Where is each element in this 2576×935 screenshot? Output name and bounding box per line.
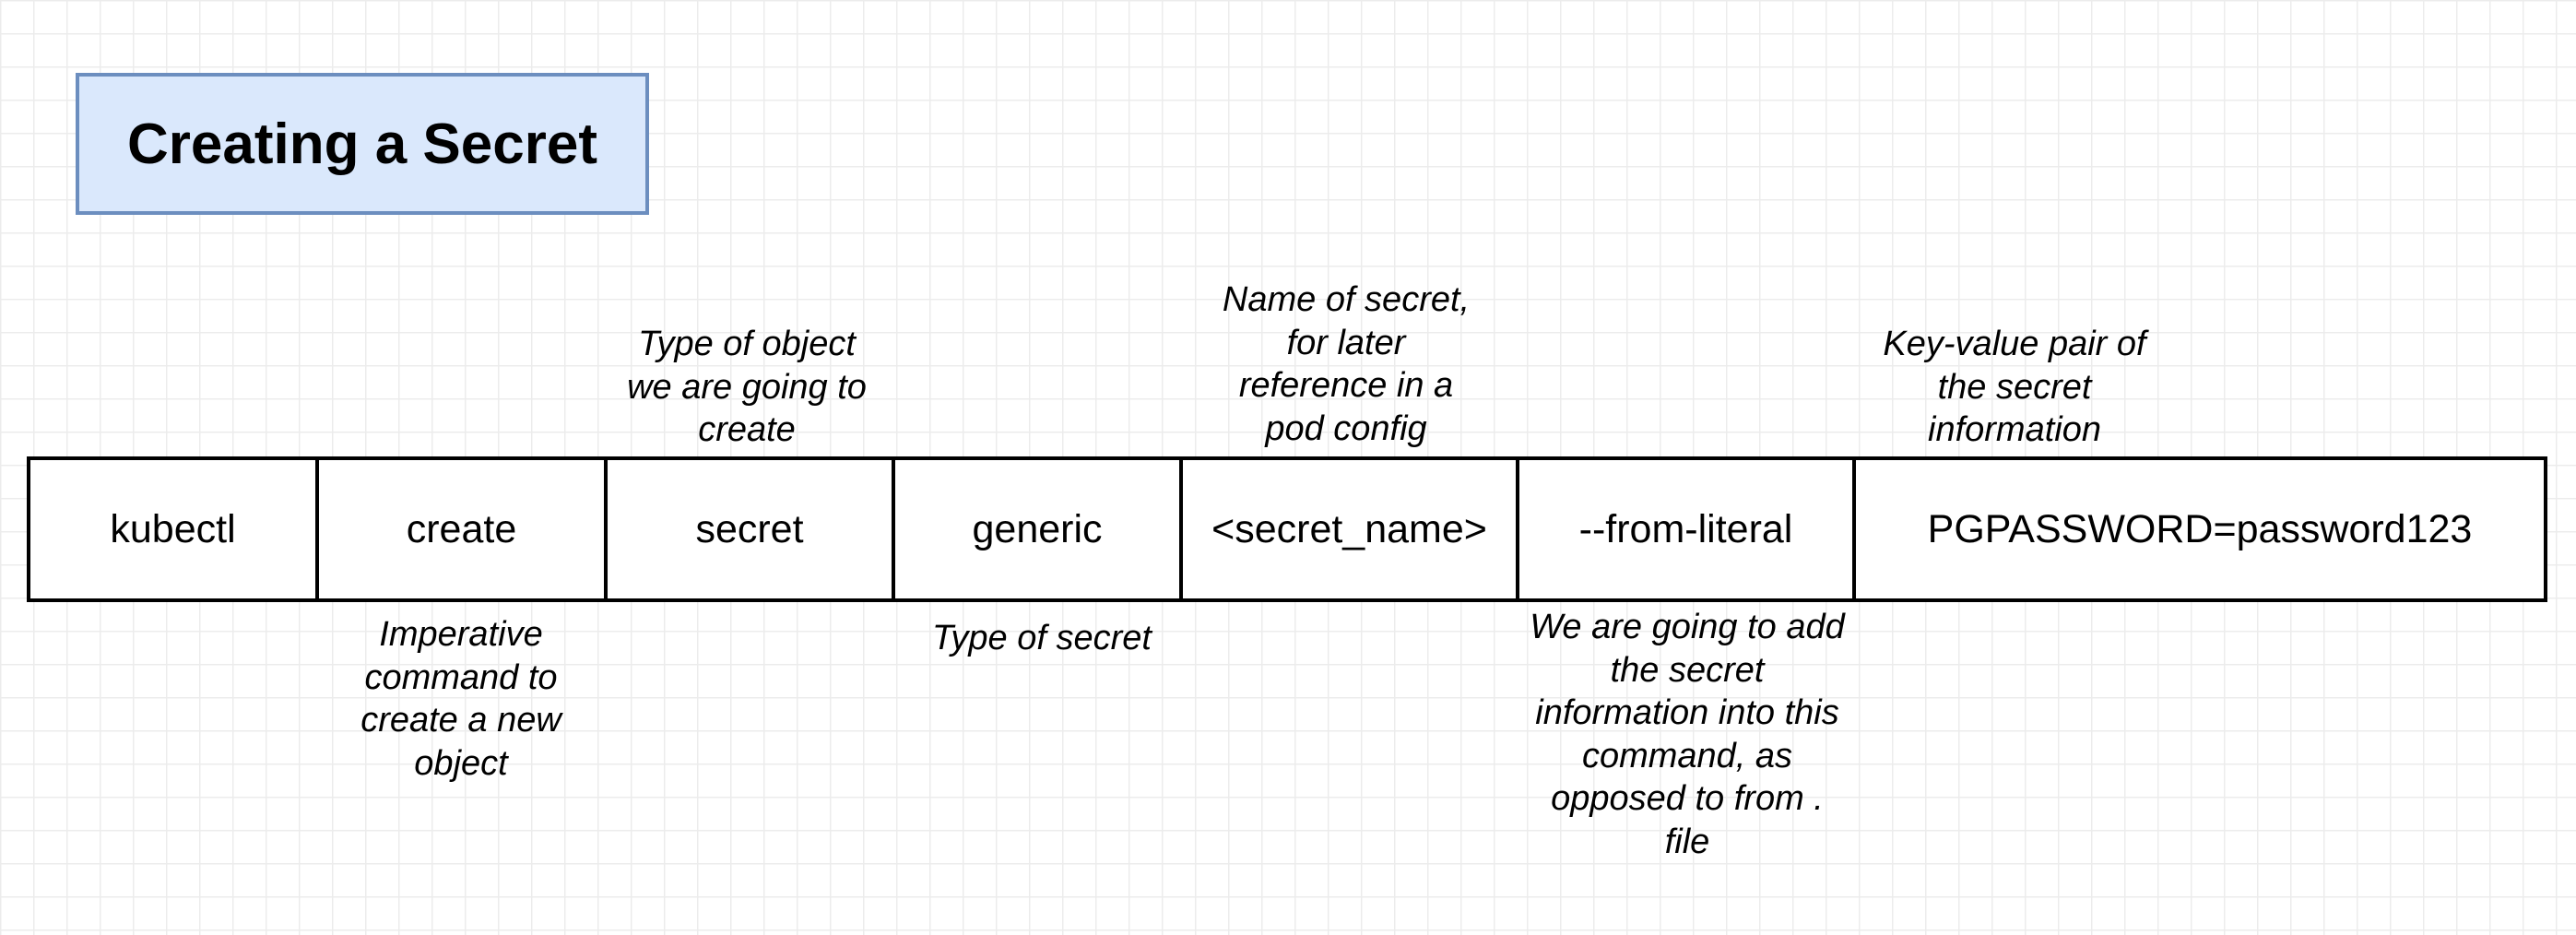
cmd-from-literal: --from-literal [1519,460,1856,598]
cmd-generic: generic [895,460,1183,598]
cmd-key-value: PGPASSWORD=password123 [1927,506,2473,551]
annotation-secret-name: Name of secret, for later reference in a… [1222,280,1471,448]
diagram-title: Creating a Secret [76,73,649,215]
annotation-secret-type: Type of secret [932,619,1152,657]
annotation-key-value: Key-value pair of the secret information [1883,325,2146,449]
cmd-secret: secret [608,460,895,598]
cmd-secret-name: <secret_name> [1183,460,1519,598]
annotation-imperative: Imperative command to create a new objec… [360,615,561,783]
command-row: kubectl create secret generic <secret_na… [27,456,2547,602]
cmd-kubectl: kubectl [30,460,319,598]
annotation-from-literal: We are going to add the secret informati… [1530,608,1845,861]
annotation-object-type: Type of object we are going to create [627,325,867,449]
cmd-create: create [319,460,608,598]
